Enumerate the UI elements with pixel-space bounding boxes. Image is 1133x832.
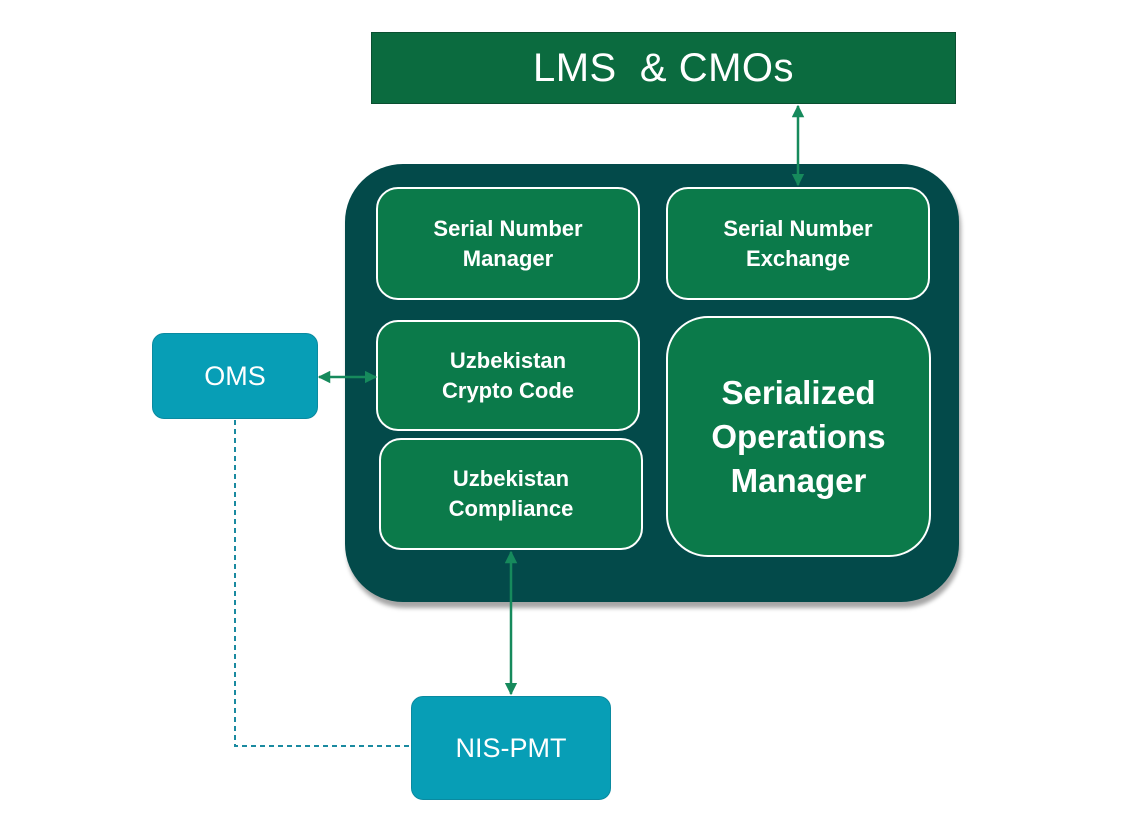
nis-pmt-box: NIS-PMT [411,696,611,800]
module-label-line: Exchange [746,245,850,271]
oms-box: OMS [152,333,318,419]
module-label-line: Uzbekistan [452,466,570,491]
uzbekistan-crypto-code-module: Uzbekistan Crypto Code [376,320,640,431]
module-label-line: Operations [711,417,886,455]
serial-number-exchange-module: Serial Number Exchange [666,187,930,300]
module-label-line: Compliance [448,496,574,521]
module-label-line: Uzbekistan [449,347,567,373]
module-label-line: Serial Number [433,215,583,241]
module-label-line: Serial Number [723,215,873,241]
module-label-line: Manager [730,461,867,499]
module-label-line: Manager [462,245,554,271]
serialized-operations-manager-module: Serialized Operations Manager [666,316,931,557]
lms-cmos-box: LMS & CMOs [371,32,956,104]
module-label-line: Crypto Code [442,377,574,403]
serial-number-manager-module: Serial Number Manager [376,187,640,300]
uzbekistan-compliance-module: Uzbekistan Compliance [379,438,643,550]
module-label-line: Serialized [721,373,876,411]
